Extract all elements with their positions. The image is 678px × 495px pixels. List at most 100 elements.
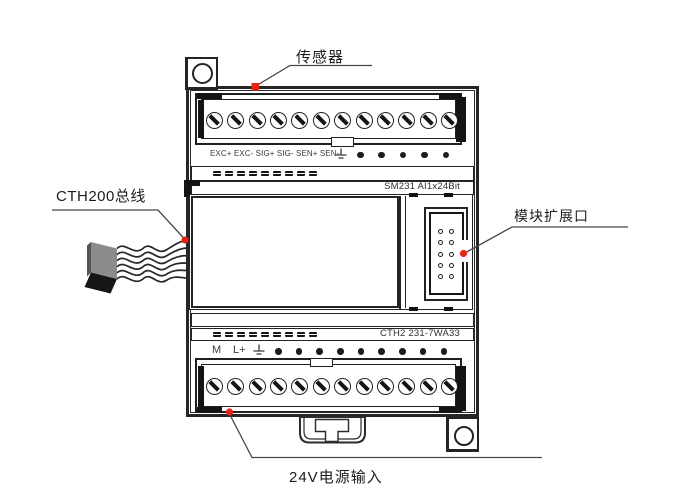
vent-band-top bbox=[191, 165, 474, 181]
expansion-pin bbox=[448, 251, 454, 257]
screw-terminal bbox=[291, 377, 309, 395]
led-indicator bbox=[275, 348, 282, 355]
vent-dash bbox=[273, 170, 281, 176]
expansion-leader-line bbox=[463, 226, 628, 255]
led-indicator bbox=[357, 348, 365, 355]
led-indicator bbox=[378, 348, 385, 355]
ribbon-cable bbox=[116, 239, 188, 283]
vent-dash bbox=[261, 170, 269, 176]
vent-dash bbox=[297, 331, 305, 337]
sensor-callout-label: 传感器 bbox=[296, 49, 345, 66]
mounting-hole-icon bbox=[454, 426, 474, 446]
led-indicator bbox=[421, 151, 428, 159]
screw-terminal bbox=[376, 377, 394, 395]
ribbon-wire bbox=[116, 247, 188, 259]
screw-terminal bbox=[355, 111, 373, 129]
screw-terminal bbox=[270, 377, 288, 395]
block-corner-mark bbox=[439, 93, 462, 99]
led-indicator bbox=[399, 151, 407, 159]
edge-step-mark bbox=[184, 180, 200, 186]
terminal-signal-labels: EXC+ EXC- SIG+ SIG- SEN+ SEN- bbox=[210, 148, 340, 158]
screw-terminal bbox=[291, 111, 309, 129]
status-led-row-top bbox=[357, 151, 449, 159]
cable-connector-front bbox=[84, 272, 117, 294]
din-rail-clip-inner-line bbox=[303, 417, 362, 440]
vent-dash bbox=[273, 331, 281, 337]
screw-terminal bbox=[419, 111, 437, 129]
block-notch bbox=[310, 357, 333, 367]
power-callout-label: 24V电源输入 bbox=[289, 469, 383, 486]
expansion-pin bbox=[437, 251, 443, 257]
vent-dash bbox=[297, 170, 305, 176]
vent-dash bbox=[225, 170, 233, 176]
expansion-pin bbox=[448, 229, 454, 234]
screw-terminal bbox=[206, 111, 223, 129]
screw-terminal-row-bottom bbox=[206, 377, 458, 395]
block-notch bbox=[331, 137, 354, 147]
screw-terminal bbox=[376, 111, 394, 129]
led-indicator bbox=[442, 151, 449, 159]
recess-tab bbox=[444, 192, 453, 197]
led-indicator bbox=[295, 348, 303, 355]
ribbon-wire bbox=[116, 254, 188, 265]
screw-terminal bbox=[248, 377, 266, 395]
screw-terminal bbox=[312, 111, 330, 129]
led-indicator bbox=[378, 151, 385, 159]
led-indicator bbox=[399, 348, 406, 355]
screw-terminal bbox=[334, 377, 352, 395]
expansion-pin bbox=[437, 262, 443, 268]
vent-dash bbox=[285, 170, 293, 176]
power-terminal-label-lplus: L+ bbox=[233, 344, 246, 356]
block-corner-mark bbox=[197, 93, 222, 99]
bus-callout-label: CTH200总线 bbox=[56, 188, 146, 205]
vent-dash bbox=[237, 170, 245, 176]
vent-dash bbox=[213, 331, 221, 337]
vent-dash-row-top bbox=[213, 170, 317, 176]
model-band-top: SM231 AI1x24Bit bbox=[191, 181, 474, 195]
ribbon-wire bbox=[116, 262, 188, 271]
cable-connector-top bbox=[91, 242, 117, 279]
recess-divider bbox=[399, 195, 401, 309]
led-indicator bbox=[316, 348, 323, 355]
screw-terminal bbox=[227, 111, 245, 129]
block-corner-mark bbox=[439, 407, 462, 413]
mounting-ear-bottom-right bbox=[446, 417, 479, 452]
expansion-pin bbox=[437, 240, 443, 246]
expansion-callout-label: 模块扩展口 bbox=[514, 208, 589, 224]
screw-terminal bbox=[440, 111, 458, 129]
vent-dash-row-bottom bbox=[213, 331, 317, 337]
recess-tab bbox=[409, 192, 418, 197]
block-end-clip bbox=[197, 366, 204, 408]
vent-dash bbox=[285, 331, 293, 337]
screw-terminal bbox=[398, 111, 416, 129]
block-end-clip bbox=[197, 100, 204, 138]
power-leader-line bbox=[228, 412, 542, 459]
screw-terminal bbox=[334, 111, 352, 129]
model-band-bottom: CTH2 231-7WA33 bbox=[191, 327, 474, 341]
cable-connector-edge bbox=[87, 242, 91, 277]
edge-step-mark bbox=[184, 180, 191, 197]
screw-terminal bbox=[248, 111, 266, 129]
block-end-clip bbox=[455, 97, 466, 142]
expansion-port-frame bbox=[428, 212, 464, 295]
ribbon-wire bbox=[116, 269, 188, 277]
expansion-pin bbox=[437, 274, 443, 280]
screw-terminal bbox=[440, 377, 458, 395]
vent-dash bbox=[237, 331, 245, 337]
recess-tab bbox=[444, 306, 453, 311]
ribbon-wire bbox=[116, 239, 188, 253]
vent-dash bbox=[261, 331, 269, 337]
recess-tab bbox=[409, 306, 418, 311]
led-indicator bbox=[419, 348, 427, 355]
sensor-leader-line bbox=[254, 64, 372, 88]
bus-leader-line bbox=[52, 209, 186, 240]
led-indicator bbox=[337, 348, 344, 355]
vent-dash bbox=[225, 331, 233, 337]
screw-terminal bbox=[419, 377, 437, 395]
model-label-top: SM231 AI1x24Bit bbox=[384, 181, 460, 192]
front-panel bbox=[191, 196, 399, 308]
status-led-row-bottom bbox=[275, 348, 447, 355]
expansion-pin bbox=[448, 274, 454, 280]
screw-terminal bbox=[206, 377, 223, 395]
